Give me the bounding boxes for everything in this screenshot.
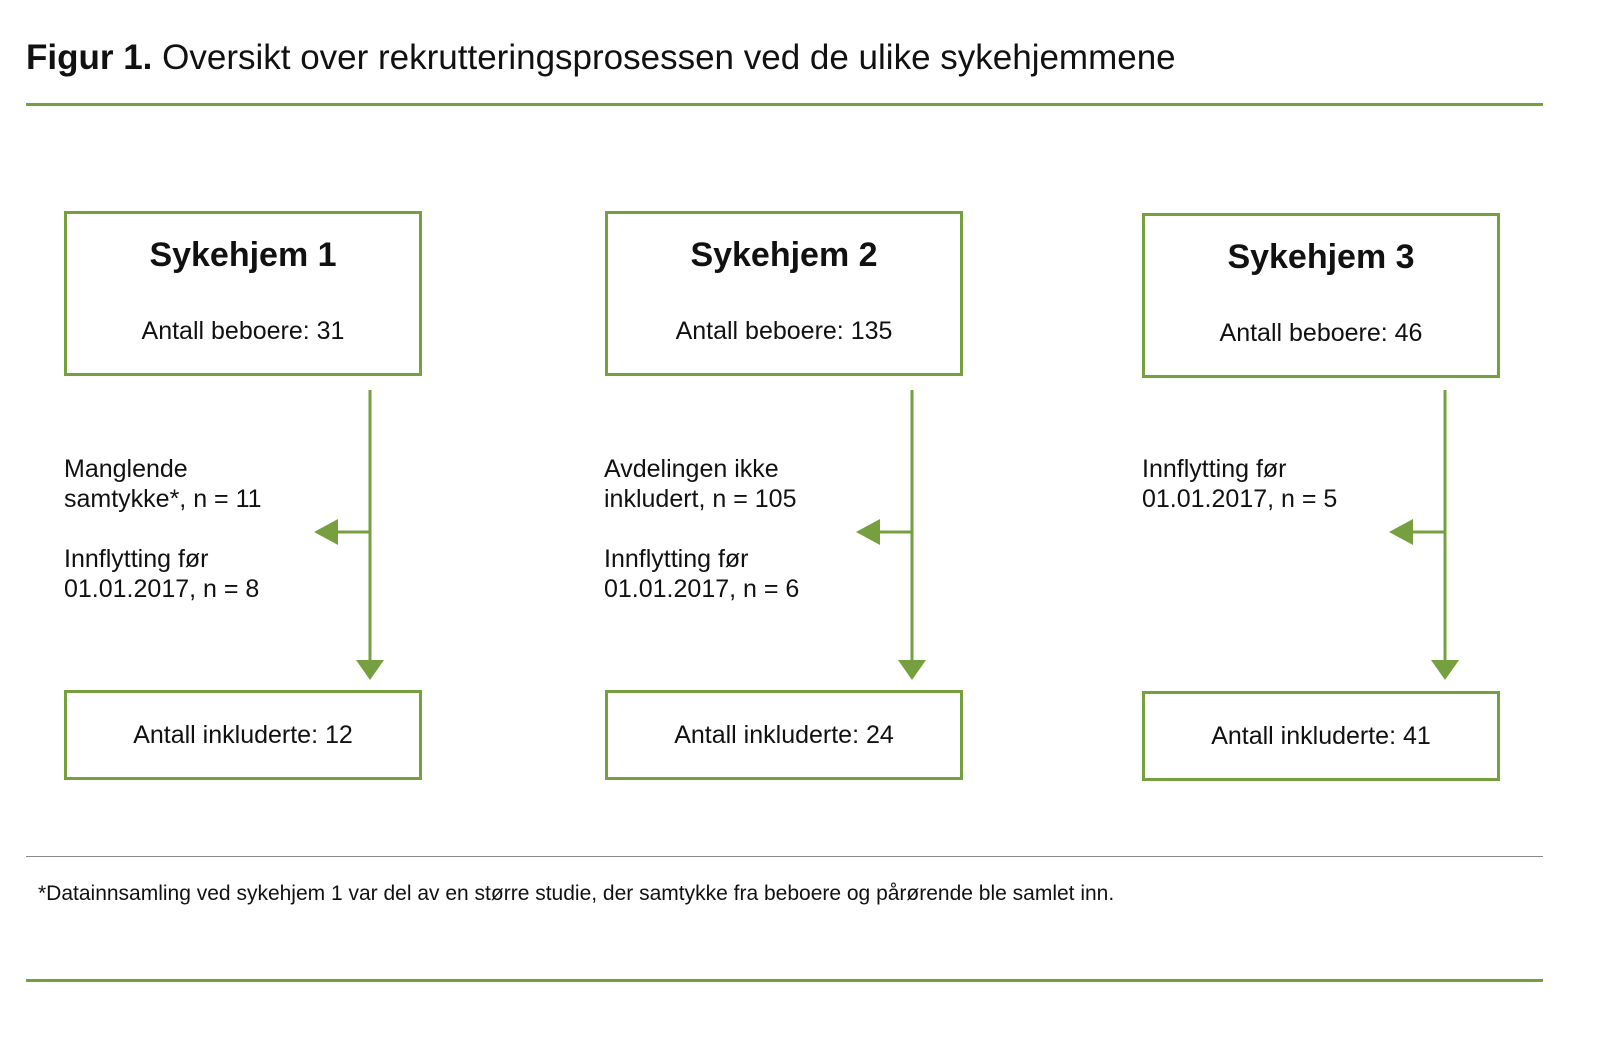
exclusion-line: Innflytting før [64, 545, 209, 573]
arrowhead-left-2 [856, 519, 880, 545]
nursing-home-3-residents: Antall beboere: 46 [1219, 319, 1423, 347]
exclusion-line: 01.01.2017, n = 6 [604, 575, 800, 603]
arrowhead-down-3 [1431, 660, 1459, 680]
arrowhead-left-3 [1389, 519, 1413, 545]
exclusion-line: inkludert, n = 105 [604, 485, 797, 513]
included-3-box: Antall inkluderte: 41 [1142, 691, 1500, 781]
bottom-rule [26, 979, 1543, 982]
exclusion-line: 01.01.2017, n = 8 [64, 575, 260, 603]
included-1-box: Antall inkluderte: 12 [64, 690, 422, 780]
included-2: Antall inkluderte: 24 [674, 721, 894, 749]
nursing-home-2-residents: Antall beboere: 135 [675, 317, 893, 345]
figure-caption: Oversikt over rekrutteringsprosessen ved… [162, 38, 1176, 77]
included-2-box: Antall inkluderte: 24 [605, 690, 963, 780]
arrowhead-down-1 [356, 660, 384, 680]
footnote: *Datainnsamling ved sykehjem 1 var del a… [38, 882, 1115, 905]
exclusion-line: samtykke*, n = 11 [64, 485, 262, 513]
arrowhead-down-2 [898, 660, 926, 680]
nursing-home-2-box: Sykehjem 2 Antall beboere: 135 [605, 211, 963, 376]
nursing-home-2-name: Sykehjem 2 [690, 236, 878, 274]
exclusion-line: Innflytting før [1142, 455, 1287, 483]
exclusion-line: Avdelingen ikke [604, 455, 779, 483]
footnote-divider [26, 856, 1543, 857]
figure-label: Figur 1. [26, 38, 153, 77]
nursing-home-1-box: Sykehjem 1 Antall beboere: 31 [64, 211, 422, 376]
exclusion-line: Innflytting før [604, 545, 749, 573]
figure-title: Figur 1. Oversikt over rekrutteringspros… [26, 38, 1176, 78]
nursing-home-1-name: Sykehjem 1 [149, 236, 337, 274]
included-3: Antall inkluderte: 41 [1211, 722, 1431, 750]
nursing-home-3-name: Sykehjem 3 [1227, 238, 1415, 276]
top-rule [26, 103, 1543, 106]
nursing-home-1-residents: Antall beboere: 31 [141, 317, 345, 345]
nursing-home-3-box: Sykehjem 3 Antall beboere: 46 [1142, 213, 1500, 378]
exclusion-line: 01.01.2017, n = 5 [1142, 485, 1338, 513]
arrowhead-left-1 [314, 519, 338, 545]
included-1: Antall inkluderte: 12 [133, 721, 353, 749]
exclusion-line: Manglende [64, 455, 188, 483]
